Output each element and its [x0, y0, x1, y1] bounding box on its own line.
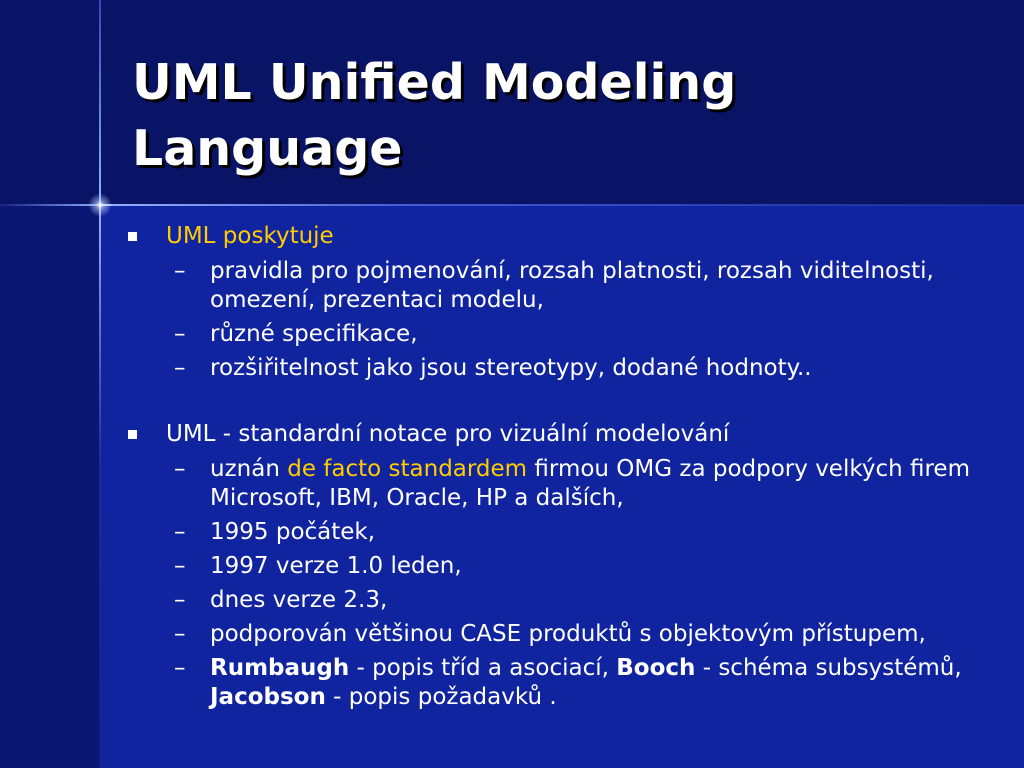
slide-title: UML Unified Modeling Language [132, 50, 992, 182]
sparkle-decoration [88, 193, 112, 217]
sub-item-text: dnes verze 2.3, [210, 587, 388, 613]
sub-item-text-post: firmou OMG za podpory velkých firem Micr… [210, 456, 970, 511]
dash-icon: – [174, 519, 186, 545]
author-text: - popis požadavků . [325, 684, 557, 710]
bullet-heading-2: UML - standardní notace pro vizuální mod… [166, 421, 730, 447]
square-bullet-icon [128, 232, 137, 241]
left-band [0, 205, 100, 768]
sub-item: – uznán de facto standardem firmou OMG z… [174, 455, 1008, 513]
vertical-divider-line [99, 0, 101, 768]
dash-icon: – [174, 456, 186, 482]
author-jacobson: Jacobson [210, 684, 326, 710]
square-bullet-icon [128, 430, 137, 439]
dash-icon: – [174, 655, 186, 681]
dash-icon: – [174, 553, 186, 579]
highlight-text: de facto standardem [287, 456, 528, 482]
title-line-2: Language [132, 120, 403, 177]
title-band [0, 0, 1024, 205]
bullet-heading-1: UML poskytuje [166, 223, 334, 249]
author-booch: Booch [616, 655, 696, 681]
author-text: - schéma subsystémů, [695, 655, 962, 681]
content-area [100, 205, 1024, 768]
title-line-1: UML Unified Modeling [132, 54, 737, 111]
sub-item: – podporován většinou CASE produktů s ob… [174, 620, 1008, 649]
dash-icon: – [174, 258, 186, 284]
sub-item: – pravidla pro pojmenování, rozsah platn… [174, 257, 1008, 315]
dash-icon: – [174, 587, 186, 613]
bullet-uml-standard: UML - standardní notace pro vizuální mod… [128, 420, 1008, 449]
author-text: - popis tříd a asociací, [349, 655, 617, 681]
sub-item-text: 1995 počátek, [210, 519, 376, 545]
sub-item-text: 1997 verze 1.0 leden, [210, 553, 462, 579]
sub-item-text: podporován většinou CASE produktů s obje… [210, 621, 926, 647]
sub-item: – rozšiřitelnost jako jsou stereotypy, d… [174, 354, 1008, 383]
sub-item-text-pre: uznán [210, 456, 288, 482]
dash-icon: – [174, 321, 186, 347]
sub-item: – 1997 verze 1.0 leden, [174, 552, 1008, 581]
sub-item-text: pravidla pro pojmenování, rozsah platnos… [210, 258, 934, 313]
sub-item: – dnes verze 2.3, [174, 586, 1008, 615]
sub-item-text: rozšiřitelnost jako jsou stereotypy, dod… [210, 355, 812, 381]
dash-icon: – [174, 621, 186, 647]
horizontal-divider-line [0, 204, 1024, 206]
sub-item: – různé specifikace, [174, 320, 1008, 349]
spacer [128, 388, 1008, 420]
author-rumbaugh: Rumbaugh [210, 655, 350, 681]
sub-item-text: různé specifikace, [210, 321, 418, 347]
sub-item: – 1995 počátek, [174, 518, 1008, 547]
sub-item-authors: – Rumbaugh - popis tříd a asociací, Booc… [174, 654, 1008, 712]
dash-icon: – [174, 355, 186, 381]
bullet-uml-poskytuje: UML poskytuje [128, 222, 1008, 251]
slide-body: UML poskytuje – pravidla pro pojmenování… [128, 222, 1008, 717]
